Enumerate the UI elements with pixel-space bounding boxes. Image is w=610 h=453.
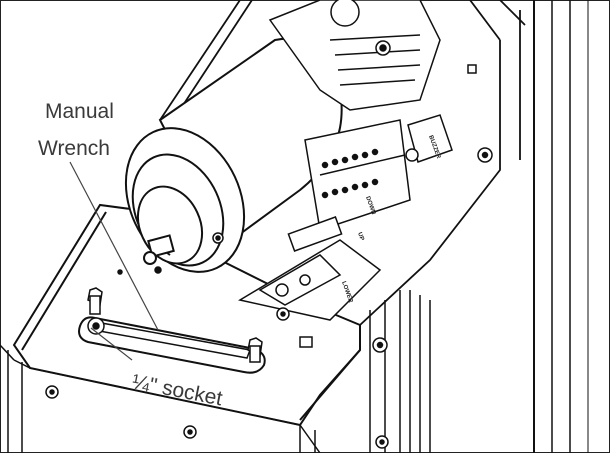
upper-plate — [159, 0, 526, 326]
terminal-block — [287, 119, 411, 252]
wrench-leader-line — [69, 161, 159, 331]
socket-post-right — [247, 337, 263, 363]
buzzer — [405, 114, 453, 163]
label-up: UP — [356, 232, 364, 242]
relay-base — [238, 239, 382, 321]
top-plate — [12, 203, 361, 427]
socket-post-left — [87, 287, 103, 315]
manual-label: Manual — [45, 100, 114, 123]
bolts — [45, 64, 493, 449]
cabinet-side-panel — [533, 0, 589, 453]
callout-leaders — [69, 161, 159, 361]
gearbox — [268, 0, 441, 111]
cabinet-body — [0, 290, 431, 453]
wrench-label: Wrench — [38, 137, 110, 160]
socket-leader-line — [90, 327, 133, 361]
manual-wrench — [87, 317, 252, 359]
wrench-slot — [78, 316, 266, 374]
